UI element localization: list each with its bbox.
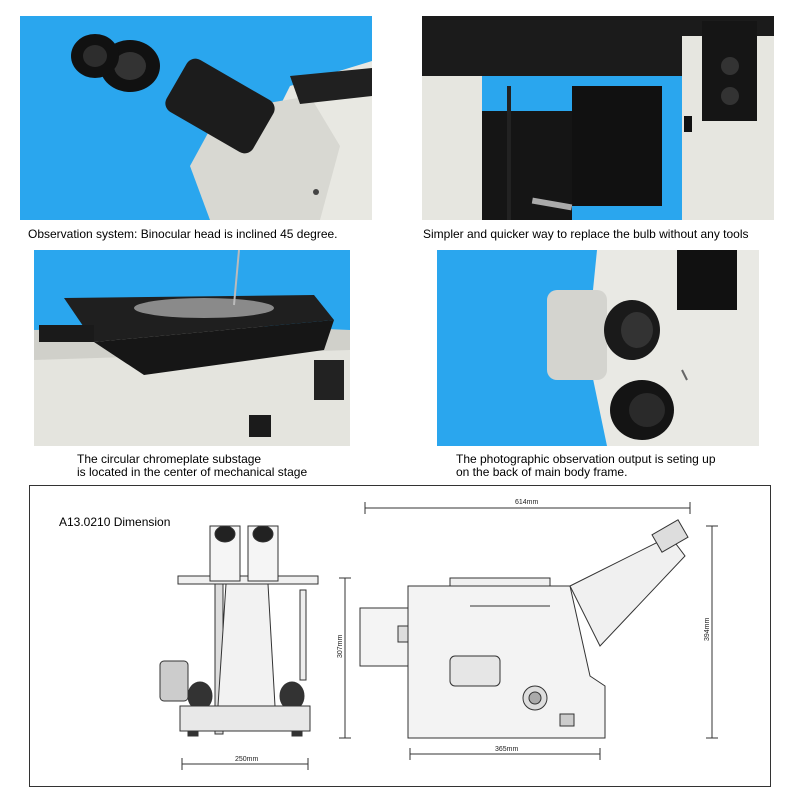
dimension-drawing: 614mm 307mm 394mm 365mm 250mm [159, 499, 718, 770]
caption-bulb: Simpler and quicker way to replace the b… [423, 227, 749, 241]
photo-photo-output [437, 250, 759, 446]
dim-height-right: 394mm [704, 617, 711, 641]
photo-bulb-housing [422, 16, 774, 220]
photo-binocular-head [20, 16, 372, 220]
caption-output-line1: The photographic observation output is s… [456, 452, 716, 466]
dim-height-left: 307mm [337, 634, 344, 658]
dim-front-width: 250mm [235, 756, 259, 763]
caption-stage-line2: is located in the center of mechanical s… [77, 465, 308, 479]
dim-base-width: 365mm [495, 746, 519, 753]
dimension-title: A13.0210 Dimension [59, 515, 171, 529]
caption-binocular: Observation system: Binocular head is in… [28, 227, 338, 241]
dim-width-top: 614mm [515, 499, 539, 506]
dimension-panel: A13.0210 Dimension [29, 485, 771, 787]
caption-stage-line1: The circular chromeplate substage [77, 452, 262, 466]
caption-output-line2: on the back of main body frame. [456, 465, 628, 479]
photo-mechanical-stage [34, 250, 350, 446]
